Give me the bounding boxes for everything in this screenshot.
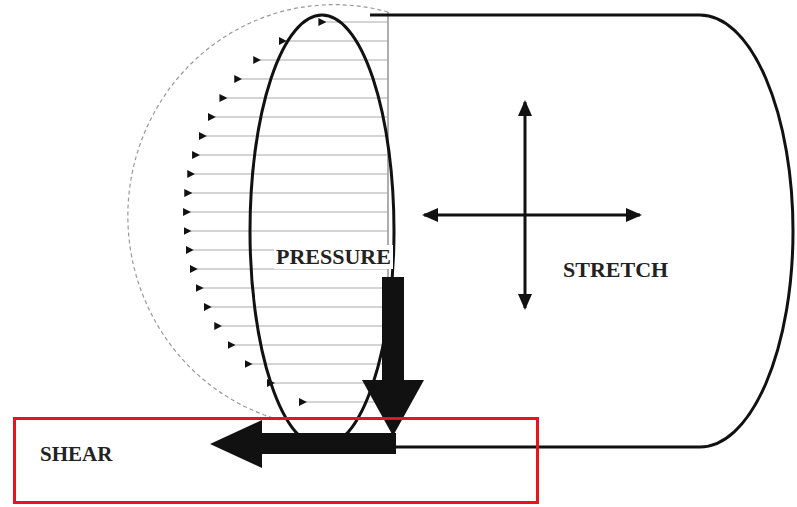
hatch-line	[206, 135, 388, 136]
hatch-line	[191, 230, 388, 231]
hatch-line	[203, 287, 388, 288]
shear-arrow	[210, 420, 396, 468]
hatch-line	[190, 211, 388, 212]
pressure-label: PRESSURE	[274, 245, 393, 269]
hatch-line	[199, 154, 388, 155]
hatch-line	[252, 363, 388, 364]
hatch-line	[286, 40, 388, 41]
hatch-line	[241, 78, 388, 79]
highlight-box: SHEAR	[13, 417, 539, 504]
pressure-arrow	[362, 277, 424, 436]
cylinder	[250, 15, 793, 447]
hatch-line	[194, 173, 388, 174]
hatch-line	[211, 306, 388, 307]
hatch-line	[235, 344, 388, 345]
pressure-distribution	[128, 5, 388, 420]
hatch-line	[325, 21, 388, 22]
stretch-label: STRETCH	[561, 258, 670, 282]
shear-label: SHEAR	[40, 444, 112, 465]
hatch-line	[221, 325, 388, 326]
hatch-line	[191, 192, 388, 193]
hatch-line	[226, 97, 388, 98]
hatch-line	[215, 116, 388, 117]
